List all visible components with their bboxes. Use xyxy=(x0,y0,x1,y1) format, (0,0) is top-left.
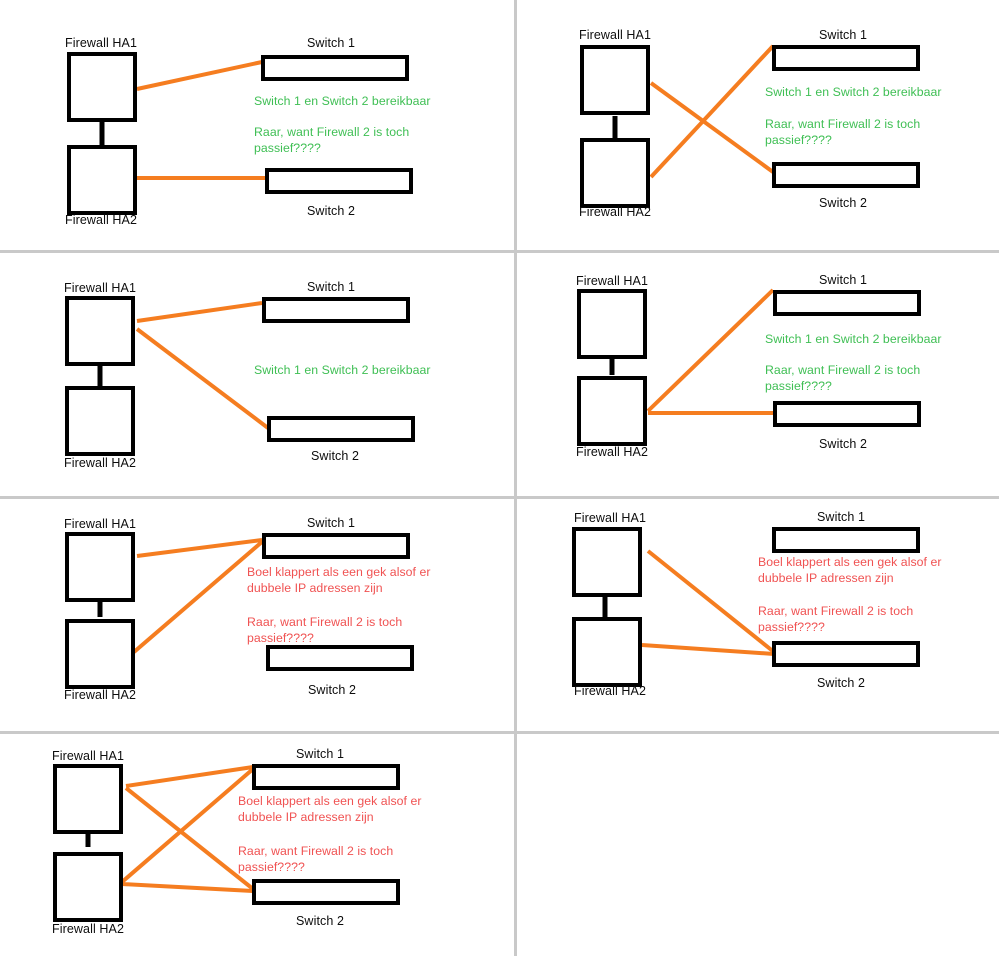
switch2-label: Switch 2 xyxy=(311,449,360,463)
switch2-node[interactable] xyxy=(265,168,413,194)
note-passive-question: Raar, want Firewall 2 is toch passief???… xyxy=(247,615,403,645)
switch2-label: Switch 2 xyxy=(819,196,868,210)
switch1-node[interactable] xyxy=(252,764,400,790)
firewall2-node[interactable] xyxy=(53,852,123,922)
link-fw1-sw1 xyxy=(136,301,263,323)
firewall1-label: Firewall HA1 xyxy=(65,36,138,50)
note-reachable: Switch 1 en Switch 2 bereikbaar xyxy=(254,94,431,108)
horizontal-divider-row2 xyxy=(0,496,999,499)
firewall2-node[interactable] xyxy=(580,138,650,208)
note-duplicate-ip: Boel klappert als een gek alsof er dubbe… xyxy=(758,555,942,585)
link-fw2-sw1 xyxy=(120,767,255,884)
firewall2-label: Firewall HA2 xyxy=(579,205,652,219)
switch1-label: Switch 1 xyxy=(817,510,866,524)
firewall1-node[interactable] xyxy=(53,764,123,834)
link-fw1-sw1 xyxy=(136,538,263,558)
link-fw1-sw1 xyxy=(125,765,254,788)
panel-4: Firewall HA1 Firewall HA2 Switch 1 Switc… xyxy=(517,253,999,496)
firewall1-node[interactable] xyxy=(572,527,642,597)
panel-1: Firewall HA1 Firewall HA2 Switch 1 Switc… xyxy=(0,0,514,250)
horizontal-divider-row3 xyxy=(0,731,999,734)
panel-3: Firewall HA1 Firewall HA2 Switch 1 Switc… xyxy=(0,253,514,496)
switch1-label: Switch 1 xyxy=(307,36,356,50)
horizontal-divider-row1 xyxy=(0,250,999,253)
switch2-node[interactable] xyxy=(266,645,414,671)
switch2-node[interactable] xyxy=(252,879,400,905)
note-passive-question: Raar, want Firewall 2 is toch passief???… xyxy=(758,604,914,634)
firewall2-node[interactable] xyxy=(577,376,647,446)
switch2-label: Switch 2 xyxy=(308,683,357,697)
note-passive-question: Raar, want Firewall 2 is toch passief???… xyxy=(765,117,921,147)
firewall2-label: Firewall HA2 xyxy=(65,213,138,227)
panel-2: Firewall HA1 Firewall HA2 Switch 1 Switc… xyxy=(517,0,999,250)
firewall2-node[interactable] xyxy=(65,619,135,689)
link-fw2-sw1 xyxy=(649,44,775,179)
switch1-label: Switch 1 xyxy=(819,28,868,42)
switch2-node[interactable] xyxy=(772,162,920,188)
switch1-node[interactable] xyxy=(772,45,920,71)
switch2-label: Switch 2 xyxy=(296,914,345,928)
firewall1-label: Firewall HA1 xyxy=(579,28,652,42)
link-fw1-sw2 xyxy=(649,81,775,174)
note-duplicate-ip: Boel klappert als een gek alsof er dubbe… xyxy=(247,565,431,595)
note-duplicate-ip: Boel klappert als een gek alsof er dubbe… xyxy=(238,794,422,824)
switch1-node[interactable] xyxy=(262,297,410,323)
firewall1-node[interactable] xyxy=(67,52,137,122)
switch1-label: Switch 1 xyxy=(307,280,356,294)
firewall2-node[interactable] xyxy=(572,617,642,687)
switch2-node[interactable] xyxy=(772,641,920,667)
panel-6: Firewall HA1 Firewall HA2 Switch 1 Switc… xyxy=(517,499,999,731)
vertical-divider xyxy=(514,0,517,956)
link-fw1-sw2 xyxy=(646,549,776,654)
firewall2-label: Firewall HA2 xyxy=(64,688,137,702)
link-fw1-sw2 xyxy=(135,327,270,430)
link-fw2-sw2 xyxy=(641,643,775,656)
firewall1-label: Firewall HA1 xyxy=(576,274,649,288)
note-passive-question: Raar, want Firewall 2 is toch passief???… xyxy=(254,125,410,155)
panel-8-empty xyxy=(517,734,999,956)
note-reachable: Switch 1 en Switch 2 bereikbaar xyxy=(765,85,942,99)
note-passive-question: Raar, want Firewall 2 is toch passief???… xyxy=(765,363,921,393)
switch1-label: Switch 1 xyxy=(296,747,345,761)
link-fw2-sw1 xyxy=(646,288,775,413)
panel-5: Firewall HA1 Firewall HA2 Switch 1 Switc… xyxy=(0,499,514,731)
firewall2-label: Firewall HA2 xyxy=(576,445,649,459)
firewall1-node[interactable] xyxy=(65,296,135,366)
firewall1-label: Firewall HA1 xyxy=(64,281,137,295)
firewall1-node[interactable] xyxy=(65,532,135,602)
switch1-node[interactable] xyxy=(773,290,921,316)
switch2-label: Switch 2 xyxy=(307,204,356,218)
switch1-node[interactable] xyxy=(262,533,410,559)
firewall1-node[interactable] xyxy=(577,289,647,359)
firewall2-node[interactable] xyxy=(67,145,137,215)
firewall2-label: Firewall HA2 xyxy=(574,684,647,698)
switch2-node[interactable] xyxy=(267,416,415,442)
firewall1-label: Firewall HA1 xyxy=(52,749,125,763)
switch1-node[interactable] xyxy=(772,527,920,553)
note-reachable: Switch 1 en Switch 2 bereikbaar xyxy=(254,363,431,377)
switch1-label: Switch 1 xyxy=(307,516,356,530)
note-passive-question: Raar, want Firewall 2 is toch passief???… xyxy=(238,844,394,874)
firewall1-label: Firewall HA1 xyxy=(574,511,647,525)
panel-7: Firewall HA1 Firewall HA2 Switch 1 Switc… xyxy=(0,734,514,956)
note-reachable: Switch 1 en Switch 2 bereikbaar xyxy=(765,332,942,346)
link-fw1-sw1 xyxy=(136,60,263,91)
switch1-node[interactable] xyxy=(261,55,409,81)
firewall1-node[interactable] xyxy=(580,45,650,115)
switch2-label: Switch 2 xyxy=(817,676,866,690)
firewall1-label: Firewall HA1 xyxy=(64,517,137,531)
firewall2-label: Firewall HA2 xyxy=(52,922,125,936)
switch1-label: Switch 1 xyxy=(819,273,868,287)
switch2-node[interactable] xyxy=(773,401,921,427)
firewall2-node[interactable] xyxy=(65,386,135,456)
link-fw1-sw2 xyxy=(124,786,255,891)
link-fw2-sw1 xyxy=(132,539,265,654)
link-fw2-sw2 xyxy=(121,882,254,893)
firewall2-label: Firewall HA2 xyxy=(64,456,137,470)
switch2-label: Switch 2 xyxy=(819,437,868,451)
